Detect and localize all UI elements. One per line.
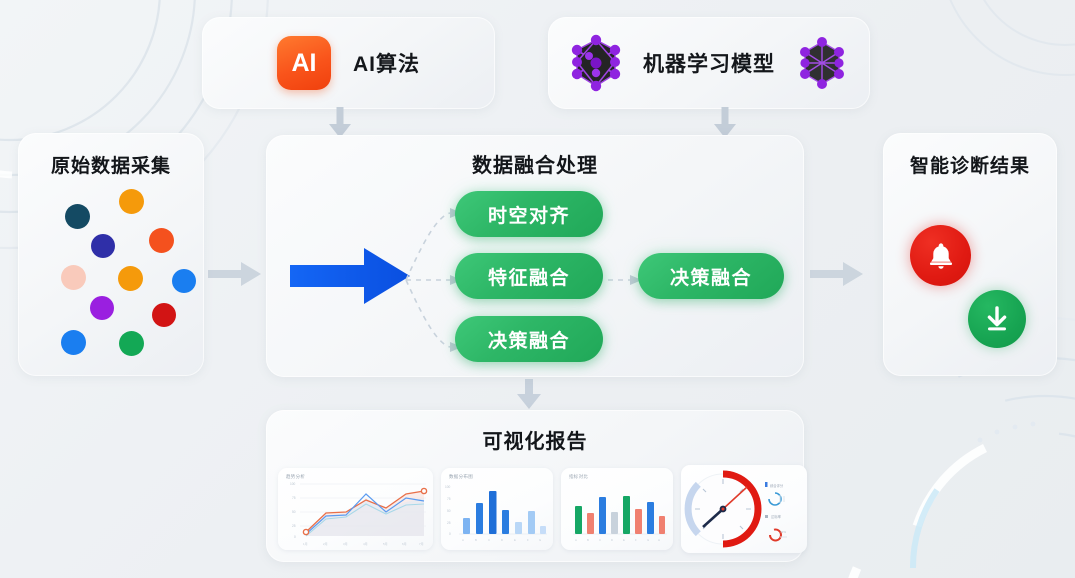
dot-green [119, 331, 144, 356]
svg-text:H: H [658, 538, 660, 542]
panel-intelligent-diagnosis-result: 智能诊断结果 [883, 133, 1057, 376]
svg-text:3月: 3月 [343, 542, 348, 546]
dot-orange-2 [118, 266, 143, 291]
background-arc-decoration-top-right [949, 0, 1075, 76]
connector-source-to-fusion [208, 262, 261, 286]
pill-spatiotemporal-alignment[interactable]: 时空对齐 [455, 191, 603, 237]
dot-blue-2 [61, 330, 86, 355]
panel-title-visualization-report: 可视化报告 [482, 431, 588, 453]
ai-logo-icon: AI [277, 36, 331, 90]
svg-text:25: 25 [447, 521, 451, 525]
bar-chart-1-canvas: 100 75 50 25 0 A B C D E F G [445, 485, 547, 542]
svg-text:G: G [539, 538, 541, 542]
dot-navy [65, 204, 90, 229]
svg-text:A: A [462, 538, 464, 542]
pill-decision-fusion-output[interactable]: 决策融合 [638, 253, 784, 299]
svg-text:75: 75 [447, 497, 451, 501]
svg-text:B: B [587, 538, 589, 542]
svg-text:综合评分: 综合评分 [770, 483, 784, 488]
dot-purple [90, 296, 114, 320]
alert-bell-icon[interactable] [910, 225, 971, 286]
panel-visualization-report: 可视化报告 趋势分析 100 75 50 25 0 1月 2月 3月 4月 5月 6月 7月 [266, 410, 807, 562]
svg-text:B: B [475, 538, 477, 542]
mini-line-chart-title: 趋势分析 [286, 474, 306, 479]
pill-feature-fusion[interactable]: 特征融合 [455, 253, 603, 299]
neural-network-icon [571, 34, 621, 92]
svg-text:6月: 6月 [402, 542, 407, 546]
svg-text:C: C [488, 538, 490, 542]
svg-text:G: G [647, 538, 649, 542]
svg-text:达标率: 达标率 [771, 514, 782, 519]
card-ai-algorithm[interactable]: AI AI算法 [202, 17, 495, 109]
svg-text:7月: 7月 [419, 542, 424, 546]
panel-title-raw-data: 原始数据采集 [50, 156, 171, 177]
bar-chart-2-canvas: A B C D E F G H [573, 496, 667, 542]
svg-text:2月: 2月 [323, 542, 328, 546]
svg-text:5月: 5月 [383, 542, 388, 546]
svg-text:50: 50 [292, 510, 296, 514]
svg-text:F: F [527, 538, 529, 542]
svg-text:50: 50 [447, 509, 451, 513]
svg-text:A: A [575, 538, 577, 542]
gauge-chart-canvas: 综合评分 达标率 72% [684, 470, 787, 548]
blue-flow-arrow-icon [290, 248, 410, 304]
svg-text:C: C [599, 538, 601, 542]
panel-title-diagnosis-result: 智能诊断结果 [909, 156, 1030, 177]
data-dot-cloud [18, 133, 204, 376]
dot-blue-1 [172, 269, 196, 293]
svg-text:D: D [501, 538, 503, 542]
machine-learning-label: 机器学习模型 [643, 53, 775, 76]
svg-text:E: E [623, 538, 625, 542]
mini-bar-chart-1-title: 数据分布图 [449, 474, 473, 479]
connector-fusion-to-result [810, 262, 863, 286]
mini-gauge-chart[interactable]: 综合评分 达标率 72% [681, 465, 807, 553]
svg-text:D: D [611, 538, 613, 542]
svg-text:100: 100 [290, 482, 296, 486]
dot-red-orange [149, 228, 174, 253]
svg-text:E: E [514, 538, 516, 542]
svg-text:25: 25 [292, 524, 296, 528]
mini-bar-chart-2[interactable]: 指标对比 A B C D E F G H [561, 468, 673, 550]
connector-fusion-to-report [517, 379, 541, 409]
svg-text:0: 0 [449, 532, 451, 536]
mini-bar-chart-1[interactable]: 数据分布图 100 75 50 25 0 A B C D E F G [441, 468, 553, 550]
svg-text:0: 0 [294, 535, 296, 539]
panel-raw-data-collection: 原始数据采集 [18, 133, 204, 376]
dot-indigo [91, 234, 115, 258]
download-icon[interactable] [968, 290, 1026, 348]
dot-crimson [152, 303, 176, 327]
pill-decision-fusion[interactable]: 决策融合 [455, 316, 603, 362]
svg-text:1月: 1月 [303, 542, 308, 546]
svg-text:75: 75 [292, 496, 296, 500]
dot-peach [61, 265, 86, 290]
svg-text:72%: 72% [780, 530, 786, 534]
svg-text:4月: 4月 [363, 542, 368, 546]
line-chart-canvas: 100 75 50 25 0 1月 2月 3月 4月 5月 6月 7月 [290, 482, 428, 546]
mini-bar-chart-2-title: 指标对比 [569, 474, 589, 479]
svg-text:100: 100 [445, 485, 451, 489]
mini-line-chart[interactable]: 趋势分析 100 75 50 25 0 1月 2月 3月 4月 5月 6月 7月 [278, 468, 433, 550]
panel-title-data-fusion: 数据融合处理 [472, 155, 598, 177]
neural-network-icon-secondary [800, 37, 844, 89]
svg-text:F: F [635, 538, 637, 542]
dot-orange-1 [119, 189, 144, 214]
card-machine-learning-model[interactable]: 机器学习模型 [548, 17, 870, 109]
ai-algorithm-label: AI算法 [353, 53, 420, 76]
